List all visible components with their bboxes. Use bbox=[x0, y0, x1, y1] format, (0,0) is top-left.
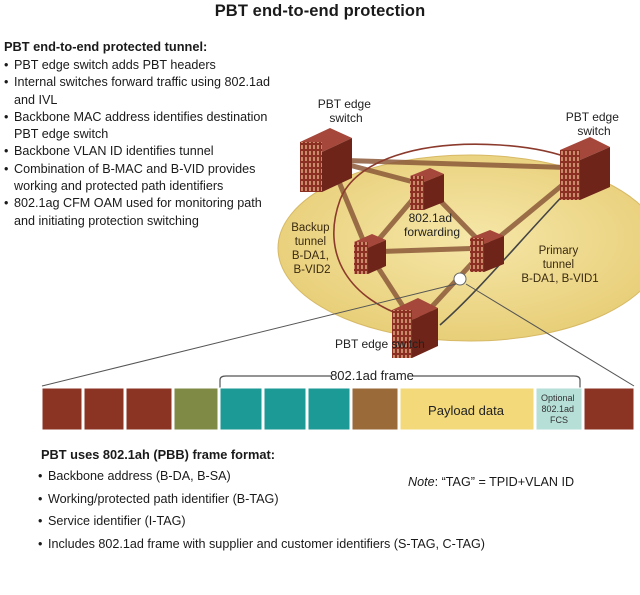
edge-switch-bottom-label: PBT edge switch bbox=[335, 337, 425, 351]
edge-switch-right-label: PBT edge switch bbox=[566, 110, 623, 138]
pbb-heading: PBT uses 802.1ah (PBB) frame format: bbox=[41, 447, 275, 462]
frame-fields bbox=[41, 387, 635, 431]
note-prefix: Note bbox=[408, 475, 435, 489]
primary-tunnel-label: Primary tunnel B-DA1, B-VID1 bbox=[521, 245, 598, 285]
edge-switch-right-icon bbox=[560, 137, 610, 200]
list-item: Backbone address (B-DA, B-SA) bbox=[38, 465, 598, 488]
core-switch-right-icon bbox=[470, 230, 504, 272]
list-item: 802.1ag CFM OAM used for monitoring path… bbox=[4, 195, 274, 230]
core-switch-left-icon bbox=[354, 234, 386, 274]
payload-label: Payload data bbox=[428, 403, 505, 418]
backup-tunnel-path bbox=[333, 143, 577, 319]
backup-tunnel-label: Backup tunnel B-DA1, B-VID2 bbox=[291, 222, 333, 276]
list-item: PBT edge switch adds PBT headers bbox=[4, 57, 274, 75]
edge-switch-left-label: PBT edge switch bbox=[318, 97, 375, 125]
list-item: Internal switches forward traffic using … bbox=[4, 74, 274, 109]
field-b-sa bbox=[83, 387, 125, 431]
list-item: Working/protected path identifier (B-TAG… bbox=[38, 488, 598, 511]
field-b-da bbox=[41, 387, 83, 431]
field-b-tag bbox=[173, 387, 219, 431]
list-item: Includes 802.1ad frame with supplier and… bbox=[38, 533, 598, 556]
page-title: PBT end-to-end protection bbox=[214, 2, 426, 20]
list-item: Service identifier (I-TAG) bbox=[38, 510, 598, 533]
note-text: : “TAG” = TPID+VLAN ID bbox=[434, 475, 575, 489]
pbb-bullet-list: Backbone address (B-DA, B-SA) Working/pr… bbox=[38, 465, 598, 555]
tunnel-bullet-list: PBT edge switch adds PBT headers Interna… bbox=[4, 57, 274, 230]
tunnel-heading: PBT end-to-end protected tunnel: bbox=[4, 39, 208, 54]
edge-switch-left-icon bbox=[300, 128, 352, 192]
forwarding-label: 802.1ad forwarding bbox=[404, 211, 460, 239]
list-item: Backbone VLAN ID identifies tunnel bbox=[4, 143, 274, 161]
field-s-tag bbox=[351, 387, 399, 431]
field-i-tag-2 bbox=[263, 387, 307, 431]
field-backbone-fcs bbox=[583, 387, 635, 431]
core-switch-top-icon bbox=[410, 168, 444, 210]
field-i-tag-1 bbox=[219, 387, 263, 431]
frame-label: 802.1ad frame bbox=[330, 368, 414, 383]
field-i-tag-3 bbox=[307, 387, 351, 431]
field-b-sa-2 bbox=[125, 387, 173, 431]
frame-bracket bbox=[219, 375, 581, 388]
edge-switch-bottom-icon bbox=[392, 298, 438, 358]
field-payload bbox=[399, 387, 535, 431]
field-fcs bbox=[535, 387, 583, 431]
list-item: Backbone MAC address identifies destinat… bbox=[4, 109, 274, 144]
tag-note: Note: “TAG” = TPID+VLAN ID bbox=[408, 475, 574, 489]
fcs-label: Optional 802.1ad FCS bbox=[541, 393, 577, 425]
inspect-point-icon bbox=[453, 272, 467, 286]
list-item: Combination of B-MAC and B-VID provides … bbox=[4, 161, 274, 196]
